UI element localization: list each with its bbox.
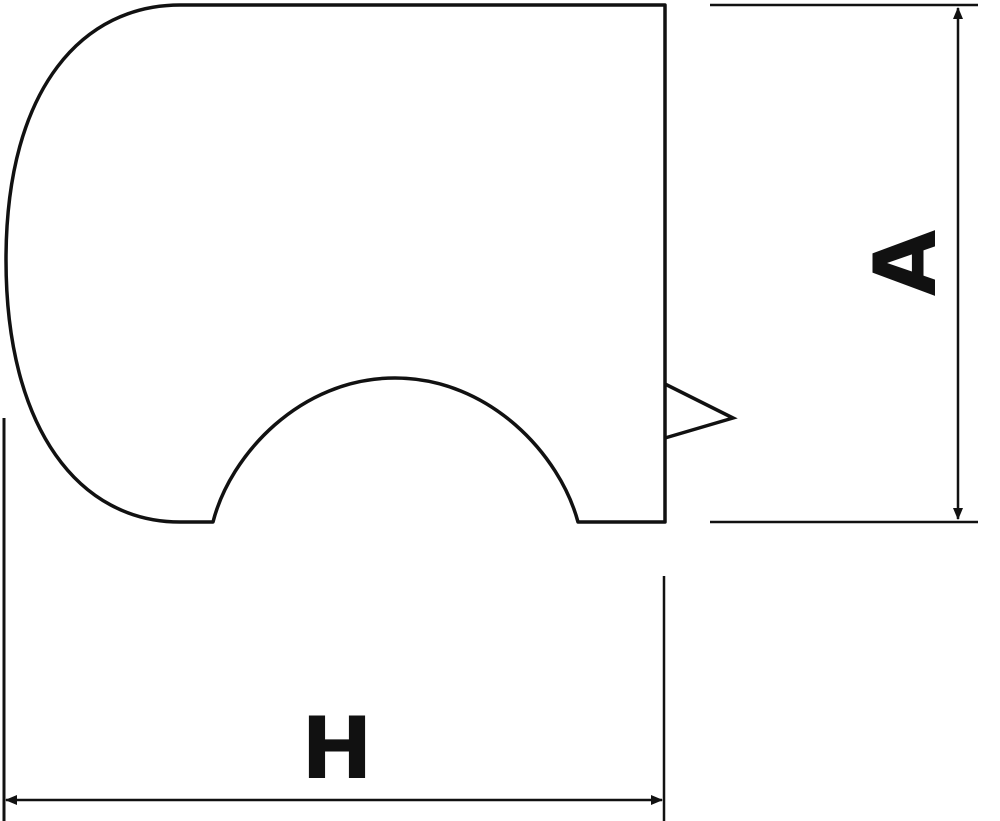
dimension-a-label: A bbox=[856, 229, 956, 296]
barb-notch bbox=[664, 382, 738, 440]
profile-outline bbox=[4, 3, 667, 524]
dimension-h-label: H bbox=[301, 699, 373, 799]
